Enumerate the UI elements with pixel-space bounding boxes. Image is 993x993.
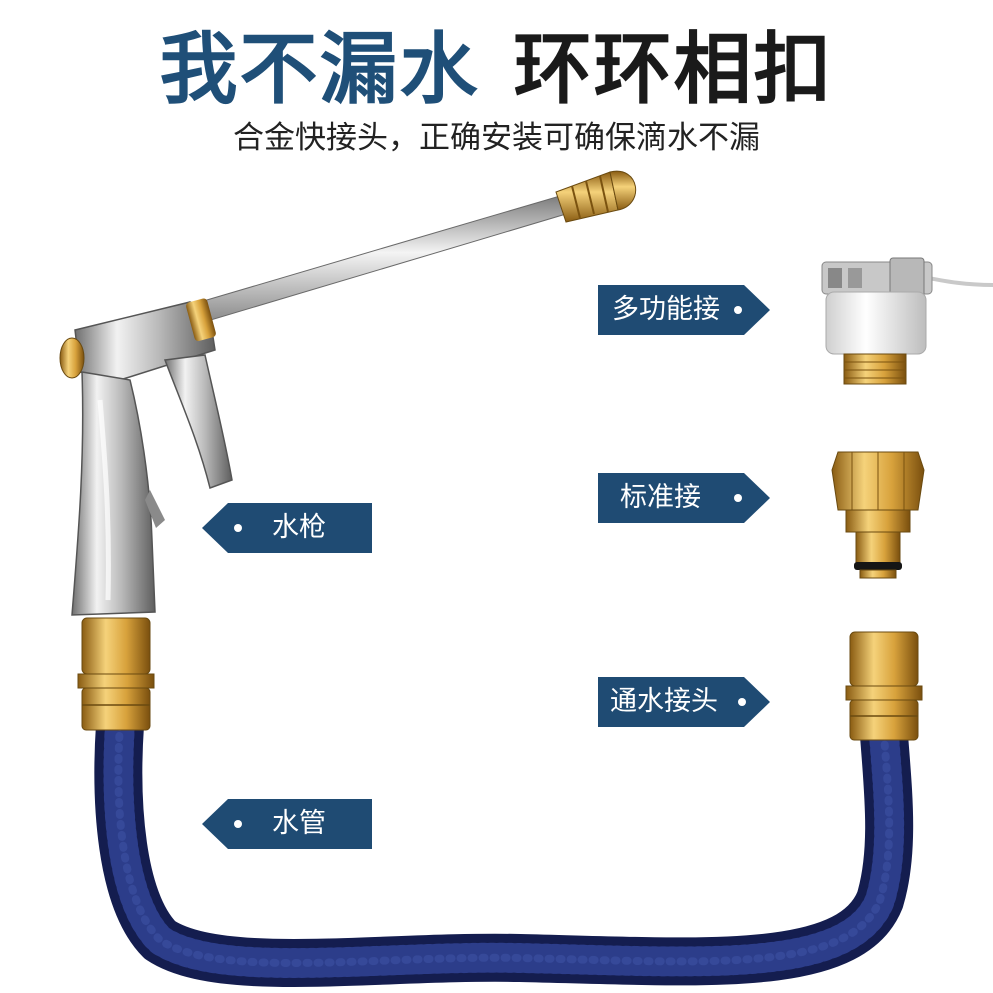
label-multi-connector: 多功能接	[598, 285, 770, 335]
label-water-gun: 水枪	[202, 503, 372, 553]
subtitle: 合金快接头，正确安装可确保滴水不漏	[233, 120, 760, 156]
bullet-icon	[734, 494, 742, 502]
hose-water-connector	[845, 631, 923, 741]
bullet-icon	[734, 306, 742, 314]
title-part1: 我不漏水	[159, 25, 480, 115]
bullet-icon	[234, 524, 242, 532]
gun-brass-connector	[77, 617, 155, 731]
label-water-connector: 通水接头	[598, 677, 770, 727]
multi-function-connector	[821, 257, 993, 385]
label-water-hose-text: 水管	[272, 808, 326, 839]
water-gun	[59, 170, 636, 616]
nozzle	[555, 170, 636, 223]
water-hose	[94, 701, 914, 987]
title-part2: 环环相扣	[513, 25, 834, 115]
bullet-icon	[738, 698, 746, 706]
label-multi-connector-text: 多功能接	[612, 294, 720, 325]
label-water-gun-text: 水枪	[272, 512, 326, 543]
standard-connector	[831, 451, 925, 579]
label-standard-connector-text: 标准接	[620, 482, 701, 513]
label-water-hose: 水管	[202, 799, 372, 849]
bullet-icon	[234, 820, 242, 828]
page-title: 我不漏水环环相扣	[0, 22, 993, 118]
label-standard-connector: 标准接	[598, 473, 770, 523]
label-water-connector-text: 通水接头	[610, 686, 718, 717]
